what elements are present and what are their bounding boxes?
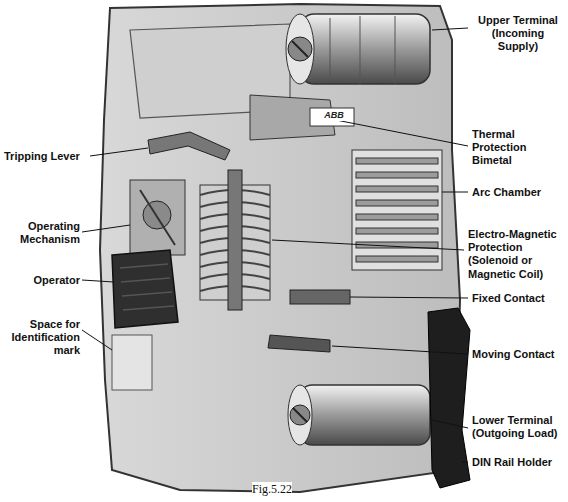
part-label: Upper Terminal (Incoming Supply) [472, 14, 564, 54]
operator-knob [112, 250, 178, 328]
solenoid-coil [200, 170, 270, 310]
part-label: Tripping Lever [4, 150, 90, 163]
brand-logo: ABB [318, 110, 350, 121]
housing [100, 4, 460, 492]
figure-caption: Fig.5.22 [252, 482, 292, 497]
arc-chamber [352, 150, 442, 270]
tripping-lever [148, 132, 230, 160]
operating-mechanism [130, 180, 185, 255]
part-label: Fixed Contact [472, 292, 564, 305]
leader-lines [82, 28, 468, 462]
part-label: DIN Rail Holder [472, 456, 564, 469]
part-label: Moving Contact [472, 348, 564, 361]
moving-contact [268, 335, 330, 352]
part-label: Lower Terminal (Outgoing Load) [472, 414, 564, 440]
lower-terminal [300, 385, 430, 445]
part-label: Space for Identification mark [4, 318, 80, 358]
part-label: Operator [4, 274, 80, 287]
part-label: Thermal Protection Bimetal [472, 128, 564, 168]
part-label: Operating Mechanism [4, 220, 80, 246]
part-label: Arc Chamber [472, 186, 564, 199]
din-rail-holder [428, 308, 470, 488]
part-label: Electro-Magnetic Protection (Solenoid or… [468, 228, 564, 281]
upper-terminal [300, 14, 430, 84]
fixed-contact [290, 290, 350, 304]
